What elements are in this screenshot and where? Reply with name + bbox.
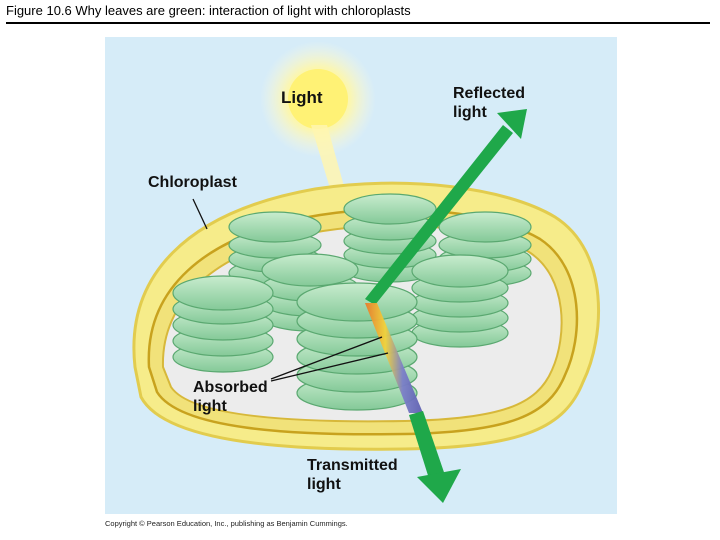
reflected-light-arrow-shaft (365, 125, 513, 305)
chloroplast-leader-line (192, 198, 208, 230)
absorbed-leader-line-1 (270, 336, 383, 380)
sun-icon (288, 69, 348, 129)
transmitted-light-arrow-head (417, 469, 461, 503)
reflected-light-label: Reflected light (453, 85, 526, 121)
slide-title: Figure 10.6 Why leaves are green: intera… (6, 3, 411, 18)
chloroplast-label: Chloroplast (148, 174, 237, 191)
granum-mid-right (411, 254, 509, 348)
title-divider (6, 22, 710, 24)
absorbed-light-label: Absorbed light (193, 379, 268, 415)
transmitted-light-arrow-shaft (409, 411, 447, 485)
light-label: Light (281, 88, 323, 107)
chloroplast-diagram: Light Reflected light Chloroplast Absorb… (105, 37, 617, 514)
transmitted-light-label: Transmitted light (307, 457, 398, 493)
absorbed-leader-line-2 (270, 352, 389, 382)
granum-front-center (296, 282, 418, 411)
granum-front-left (172, 275, 274, 373)
diagram-artwork (105, 37, 617, 514)
absorbed-light-spectrum (365, 303, 423, 413)
copyright-credit: Copyright © Pearson Education, Inc., pub… (105, 519, 348, 528)
reflected-light-arrow-head (497, 109, 527, 139)
